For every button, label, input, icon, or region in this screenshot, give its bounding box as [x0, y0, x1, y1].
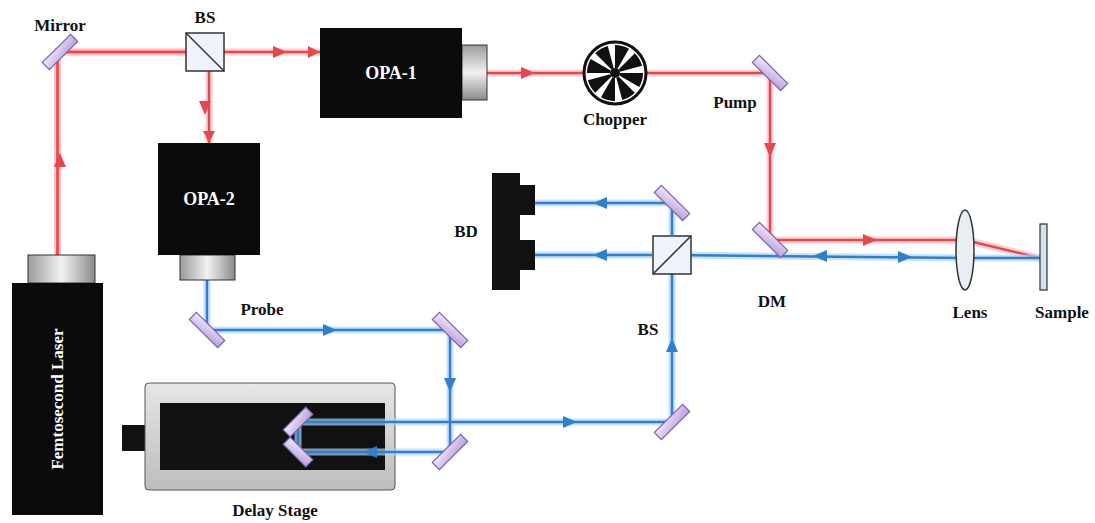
beam-label: Pump [711, 93, 758, 113]
opa-box: OPA-2 [158, 143, 260, 255]
beam-direction-arrow [199, 101, 211, 115]
laser-box: Femtosecond Laser [12, 283, 103, 515]
opa-box: OPA-1 [320, 28, 462, 118]
beam-splitter [653, 236, 691, 274]
balanced-detector [492, 173, 535, 290]
device-label: OPA-1 [365, 63, 417, 84]
cube [653, 236, 691, 274]
beam-splitter [186, 33, 224, 71]
mirror [189, 312, 224, 347]
beam-direction-arrow [521, 67, 535, 79]
beam-direction-arrow [666, 338, 678, 352]
retro-mirror [283, 407, 313, 437]
stage-rail [160, 403, 385, 470]
mirror [654, 185, 689, 220]
beam-arrows [54, 46, 912, 458]
component-label: Delay Stage [230, 501, 319, 521]
beam-direction-arrow [273, 46, 287, 58]
component-label: BD [452, 222, 480, 242]
beam-glow [207, 203, 1040, 452]
beam-direction-arrow [323, 324, 337, 336]
beam-direction-arrow [363, 446, 377, 458]
beam-direction-arrow [593, 249, 607, 261]
retro-mirror [283, 437, 313, 467]
mirror [42, 34, 77, 69]
sample-plate [1040, 224, 1047, 290]
beam-direction-arrow [593, 197, 607, 209]
device-label: Femtosecond Laser [48, 328, 68, 469]
component-label: Sample [1033, 303, 1091, 323]
chopper-blade [588, 74, 612, 93]
mirror [654, 404, 689, 439]
component-label: Lens [951, 303, 990, 323]
beam-direction-arrow [764, 143, 776, 157]
stage-body [145, 383, 395, 490]
opa-aperture [180, 255, 235, 280]
chopper-blade [616, 77, 635, 101]
device-label: OPA-2 [183, 189, 235, 210]
beam-direction-arrow [863, 234, 877, 246]
opa-aperture [462, 45, 487, 100]
lens [956, 210, 974, 290]
delay-stage [122, 383, 395, 490]
stage-knob [122, 425, 146, 451]
beam-label: Probe [238, 300, 285, 320]
chopper-rim [584, 42, 646, 104]
component-label: BS [193, 8, 218, 28]
beam-direction-arrow [898, 251, 912, 263]
chopper-wheel [584, 42, 646, 104]
chopper-blade [595, 46, 614, 70]
laser-aperture [28, 255, 95, 283]
mirror [752, 55, 787, 90]
mirror [432, 312, 467, 347]
beam-glow [58, 52, 321, 283]
beam-direction-arrow [444, 378, 456, 392]
component-label: DM [756, 292, 788, 312]
mirror [432, 434, 467, 469]
beam-direction-arrow [54, 153, 66, 167]
chopper-hub [610, 68, 620, 78]
beam-direction-arrow [563, 416, 577, 428]
cube-diagonal [186, 33, 224, 71]
chopper-blade [619, 53, 643, 72]
cube [186, 33, 224, 71]
beam-direction-arrow [813, 250, 827, 262]
probe-beam [207, 203, 1040, 452]
component-label: Mirror [32, 16, 88, 36]
beam-line [58, 52, 321, 283]
laser-beam [58, 52, 321, 283]
component-label: BS [636, 320, 661, 340]
dichroic-mirror [752, 222, 787, 257]
beam-line [207, 203, 1040, 452]
cube-diagonal [653, 236, 691, 274]
component-label: Chopper [581, 110, 649, 130]
